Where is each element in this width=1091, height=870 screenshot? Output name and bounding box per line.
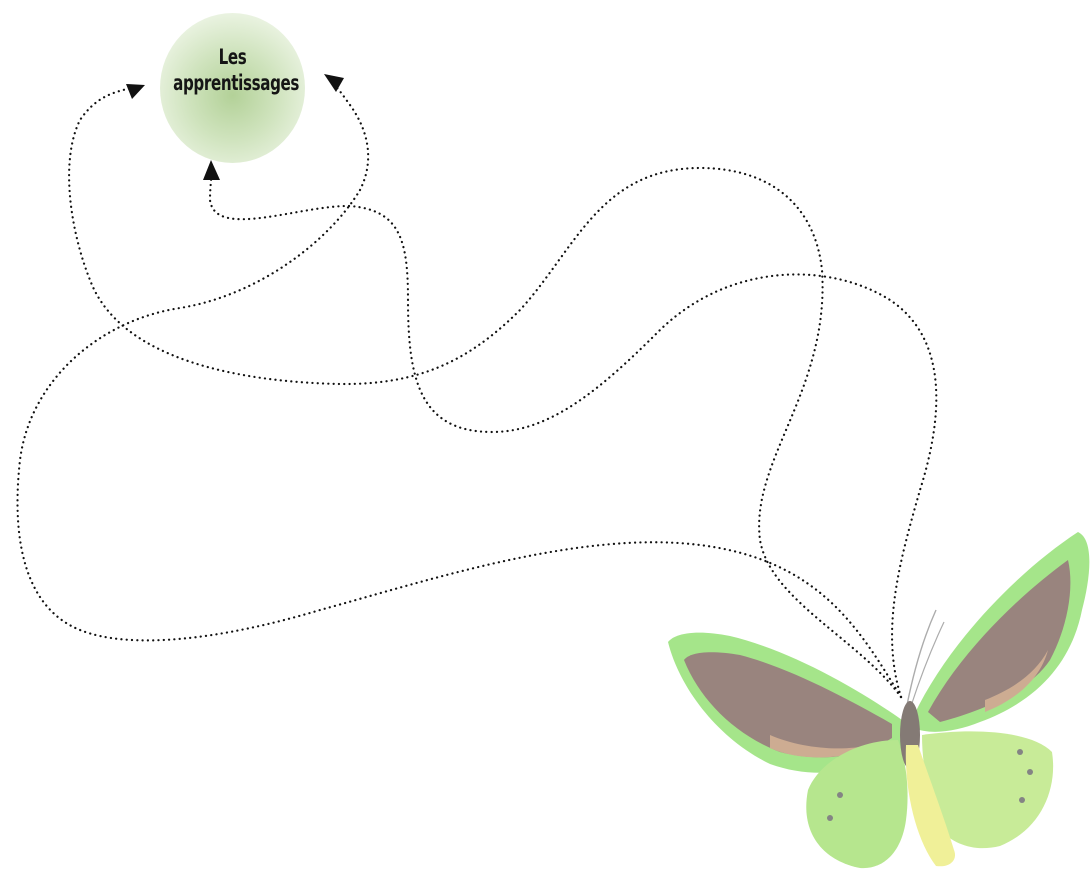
goal-label: Les apprentissages — [173, 44, 292, 96]
goal-label-line2: apprentissages — [173, 70, 292, 96]
goal-label-line1: Les — [173, 44, 292, 70]
